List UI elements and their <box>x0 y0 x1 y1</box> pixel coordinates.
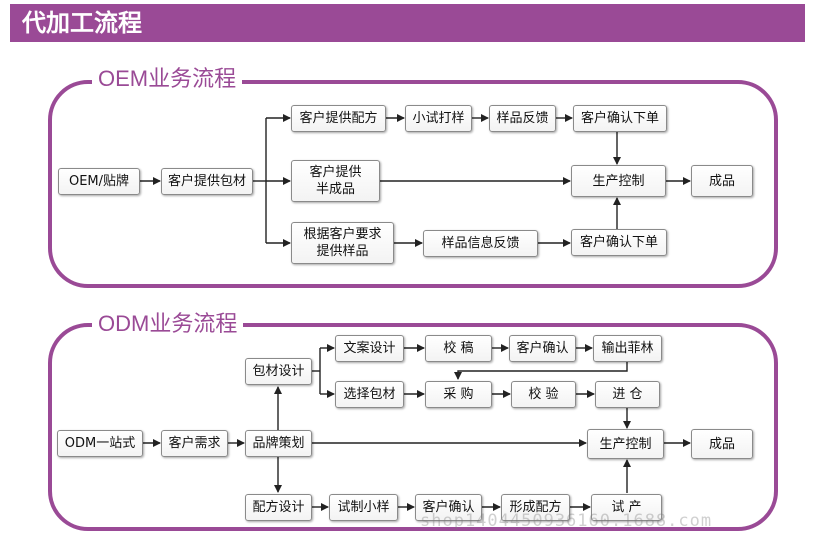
oem-node-confirm-order2: 客户确认下单 <box>571 229 667 256</box>
oem-node-supply-formula: 客户提供配方 <box>291 105 386 132</box>
oem-node-semi-product: 客户提供 半成品 <box>291 160 380 202</box>
odm-node-trial-produce: 试 产 <box>591 494 662 521</box>
odm-node-inspect: 校 验 <box>511 381 576 408</box>
odm-node-product: 成品 <box>691 429 753 459</box>
odm-node-one-stop: ODM一站式 <box>57 430 143 457</box>
odm-node-copy-design: 文案设计 <box>335 335 404 362</box>
odm-node-confirm: 客户确认 <box>509 335 576 362</box>
odm-node-proofread: 校 稿 <box>425 335 492 362</box>
odm-node-confirm2: 客户确认 <box>415 494 482 521</box>
odm-node-purchase: 采 购 <box>425 381 492 408</box>
odm-node-warehouse: 进 仓 <box>595 381 660 408</box>
odm-node-packaging-design: 包材设计 <box>245 358 312 385</box>
oem-node-supply-material: 客户提供包材 <box>161 168 253 195</box>
odm-arrow-film-purchase <box>454 362 628 380</box>
oem-node-sample-feedback: 样品反馈 <box>489 105 556 132</box>
odm-node-film: 输出菲林 <box>593 335 662 362</box>
oem-node-confirm-order: 客户确认下单 <box>573 105 667 132</box>
oem-node-product: 成品 <box>691 165 753 197</box>
oem-node-trial: 小试打样 <box>405 105 472 132</box>
odm-title: ODM业务流程 <box>92 311 244 337</box>
oem-title: OEM业务流程 <box>92 66 243 92</box>
oem-node-production: 生产控制 <box>571 165 666 197</box>
oem-node-sample-info: 样品信息反馈 <box>423 230 538 257</box>
page-title: 代加工流程 <box>22 9 142 37</box>
odm-node-choose-packaging: 选择包材 <box>335 381 404 408</box>
odm-node-demand: 客户需求 <box>161 430 228 457</box>
watermark-text: shop1404450936160.1688.com <box>420 511 713 531</box>
odm-node-trial-sample: 试制小样 <box>329 494 398 521</box>
page-header: 代加工流程 <box>10 4 805 42</box>
odm-node-form-formula: 形成配方 <box>501 494 570 521</box>
odm-node-formula-design: 配方设计 <box>245 494 312 521</box>
oem-node-by-sample: 根据客户要求 提供样品 <box>291 222 394 264</box>
oem-node-brand: OEM/贴牌 <box>58 168 140 195</box>
odm-node-brand-plan: 品牌策划 <box>245 430 312 457</box>
odm-node-production: 生产控制 <box>587 429 664 459</box>
